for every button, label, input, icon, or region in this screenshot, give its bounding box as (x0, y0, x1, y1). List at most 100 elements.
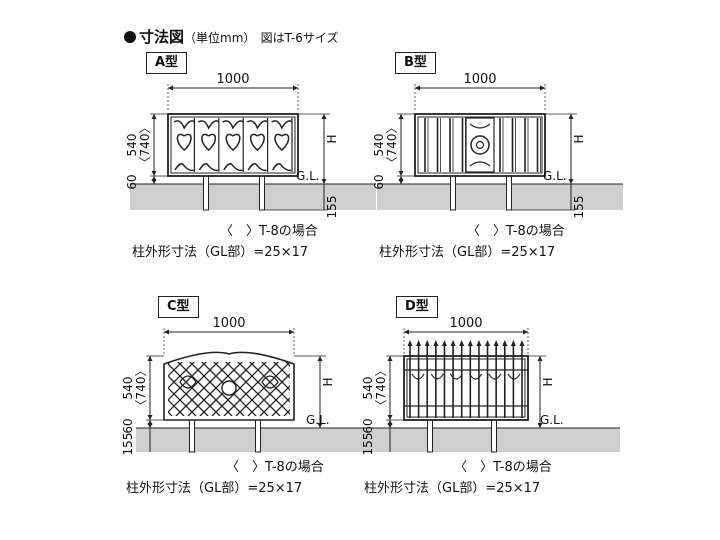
spear-tip-icon (433, 340, 439, 346)
fence-post (189, 419, 195, 453)
height-symbol: H (541, 377, 555, 386)
fence-inner-frame (170, 116, 296, 174)
rosette-ornament (470, 135, 490, 155)
center-panel (465, 117, 495, 173)
lattice-bar (247, 373, 290, 416)
post-depth-value: 155 (325, 196, 339, 219)
arrow-down-icon (387, 423, 393, 428)
lattice-bar (211, 362, 267, 416)
arrow-up-icon (398, 114, 404, 119)
scroll-ornament (449, 373, 463, 380)
title-unit: （単位mm） (184, 31, 256, 45)
bullet-icon (124, 31, 136, 43)
rosette-center (475, 140, 485, 150)
rosette-ornament (221, 380, 237, 396)
arrow-right-icon (523, 329, 528, 335)
heart-ornament (274, 133, 290, 151)
fence-post (427, 419, 433, 453)
arrow-left-icon (168, 85, 173, 91)
arrow-down-icon (151, 171, 157, 176)
fence-post (506, 175, 512, 211)
spear-tip-icon (450, 340, 456, 346)
spear-tip-icon (519, 340, 525, 346)
lattice-bar (271, 397, 290, 416)
arrow-right-icon (540, 85, 545, 91)
arrow-down-icon (147, 415, 153, 420)
note-block-d: 〈 〉T-8の場合 柱外形寸法（GL部）=25×17 (364, 456, 552, 496)
lattice-bar (168, 362, 195, 389)
type-label-d: D型 (396, 296, 438, 318)
fence-post (203, 175, 209, 211)
base-value: 60 (361, 418, 375, 433)
alt-case-note-a: 〈 〉T-8の場合 (220, 224, 318, 239)
height-symbol: H (572, 134, 586, 143)
height-main-value: 540 (125, 134, 139, 157)
scroll-ornament (469, 373, 483, 380)
fence-frame (414, 113, 546, 177)
scroll-ornament (246, 120, 269, 130)
heart-ornament (201, 133, 217, 151)
ground-area (377, 184, 623, 210)
note-block-a: 〈 〉T-8の場合 柱外形寸法（GL部）=25×17 (132, 220, 318, 260)
height-alt-value: 〈740〉 (134, 365, 148, 412)
alt-case-note-b: 〈 〉T-8の場合 (467, 224, 565, 239)
type-label-b: B型 (395, 52, 436, 74)
width-value: 1000 (463, 72, 496, 87)
lattice-bar (175, 362, 231, 416)
base-value: 60 (372, 174, 386, 189)
lattice-bar (168, 362, 207, 401)
spear-tip-icon (476, 340, 482, 346)
arrow-down-icon (398, 171, 404, 176)
scroll-ornament (179, 375, 197, 389)
spear-tip-icon (441, 340, 447, 346)
height-alt-value: 〈740〉 (385, 122, 399, 169)
height-symbol: H (321, 377, 335, 386)
spear-tip-icon (493, 340, 499, 346)
base-value: 60 (121, 418, 135, 433)
lattice-bar (235, 362, 290, 416)
scroll-ornament (507, 373, 521, 380)
scroll-ornament (197, 120, 220, 130)
alt-case-note-c: 〈 〉T-8の場合 (226, 460, 324, 475)
arrow-up-icon (568, 114, 574, 119)
width-value: 1000 (449, 316, 482, 331)
lattice-bar (168, 362, 219, 413)
post-size-note-d: 柱外形寸法（GL部）=25×17 (364, 481, 541, 496)
arrow-right-icon (289, 329, 294, 335)
arrow-left-icon (164, 329, 169, 335)
arrow-up-icon (321, 114, 327, 119)
width-value: 1000 (216, 72, 249, 87)
width-value: 1000 (212, 316, 245, 331)
heart-ornament (225, 133, 241, 151)
arrow-left-icon (415, 85, 420, 91)
arrow-up-icon (147, 356, 153, 361)
spear-tip-icon (467, 340, 473, 346)
post-depth-value: 155 (572, 196, 586, 219)
lattice-bar (187, 362, 243, 416)
post-size-note-a: 柱外形寸法（GL部）=25×17 (132, 245, 309, 260)
arrow-up-icon (387, 356, 393, 361)
arrow-down-icon (147, 423, 153, 428)
height-alt-value: 〈740〉 (374, 365, 388, 412)
arrow-right-icon (293, 85, 298, 91)
scroll-ornament (247, 163, 268, 172)
spear-tip-icon (510, 340, 516, 346)
scroll-ornament (411, 373, 425, 380)
title-main: 寸法図 (139, 28, 185, 46)
arrow-down-icon (398, 179, 404, 184)
spear-tip-icon (416, 340, 422, 346)
spear-tip-icon (424, 340, 430, 346)
scroll-ornament (173, 120, 195, 130)
arrow-left-icon (404, 329, 409, 335)
scroll-ornament (174, 163, 194, 172)
title-size-note: 図はT-6サイズ (260, 31, 339, 45)
base-value: 60 (125, 174, 139, 189)
note-block-c: 〈 〉T-8の場合 柱外形寸法（GL部）=25×17 (126, 456, 324, 496)
arrow-down-icon (537, 423, 543, 428)
type-label-a: A型 (146, 52, 188, 74)
